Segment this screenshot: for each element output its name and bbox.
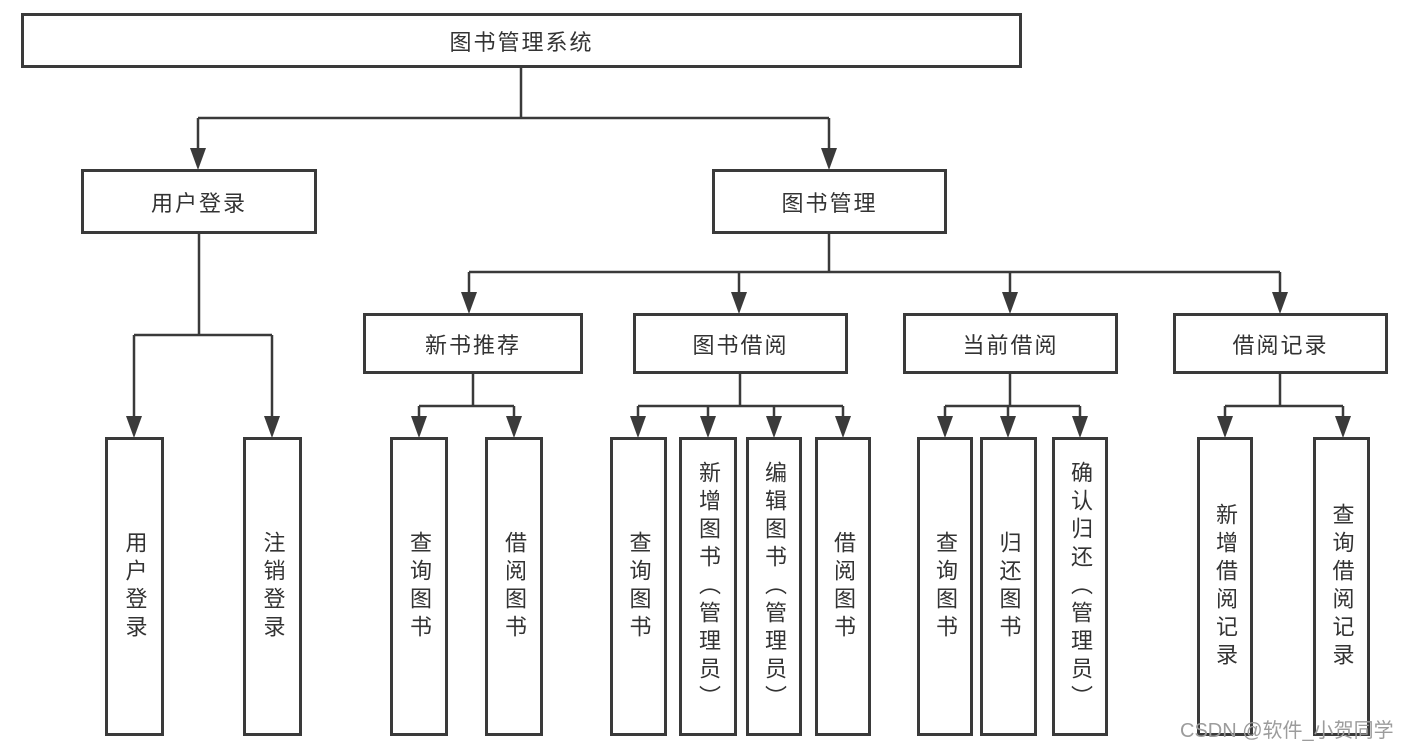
leaf-query-books-borrowing: 查询图书 [610, 437, 667, 736]
leaf-edit-books-admin: 编辑图书（管理员） [746, 437, 802, 736]
node-current-borrowing: 当前借阅 [903, 313, 1118, 374]
node-book-management: 图书管理 [712, 169, 947, 234]
node-library-management-system: 图书管理系统 [21, 13, 1022, 68]
leaf-query-books-current: 查询图书 [917, 437, 973, 736]
node-user-login: 用户登录 [81, 169, 317, 234]
leaf-query-books-recommend: 查询图书 [390, 437, 448, 736]
leaf-add-books-admin: 新增图书（管理员） [679, 437, 737, 736]
leaf-borrow-books-recommend: 借阅图书 [485, 437, 543, 736]
node-book-borrowing: 图书借阅 [633, 313, 848, 374]
csdn-watermark: CSDN @软件_小贺同学 [1180, 720, 1394, 742]
leaf-return-books: 归还图书 [980, 437, 1037, 736]
leaf-borrow-books-borrowing: 借阅图书 [815, 437, 871, 736]
leaf-add-borrow-record: 新增借阅记录 [1197, 437, 1253, 736]
leaf-confirm-return-admin: 确认归还（管理员） [1052, 437, 1108, 736]
arrowheads [126, 148, 1351, 438]
leaf-logout: 注销登录 [243, 437, 302, 736]
leaf-user-login: 用户登录 [105, 437, 164, 736]
node-borrowing-records: 借阅记录 [1173, 313, 1388, 374]
leaf-query-borrow-record: 查询借阅记录 [1313, 437, 1370, 736]
node-new-book-recommendation: 新书推荐 [363, 313, 583, 374]
